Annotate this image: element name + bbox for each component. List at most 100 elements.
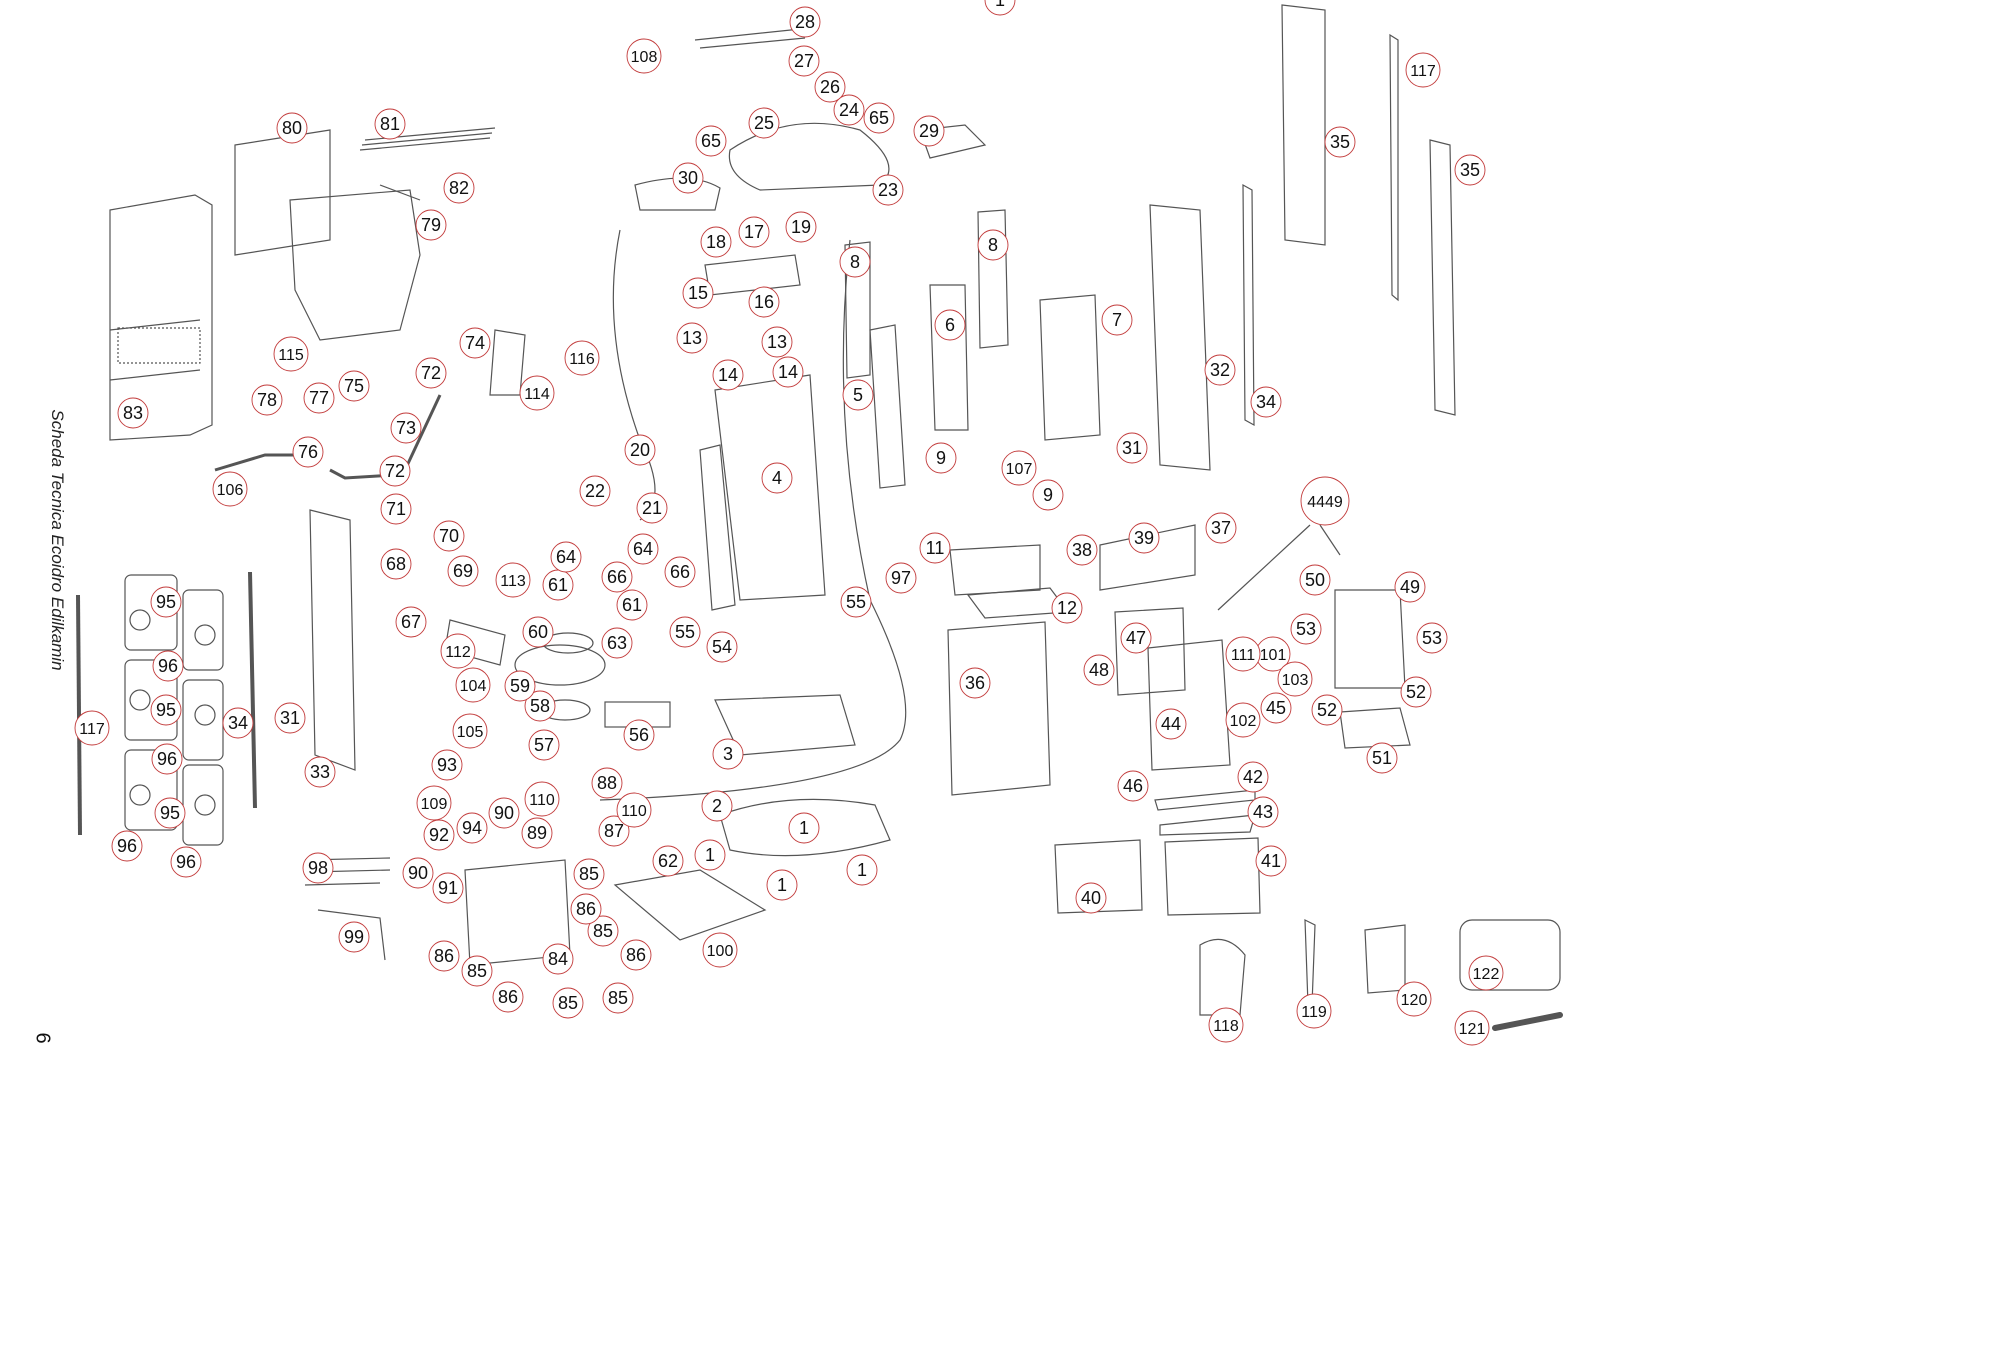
callout-number: 74 — [465, 333, 485, 353]
callout-62: 62 — [652, 845, 684, 877]
callout-103: 103 — [1277, 661, 1313, 697]
callout-circle — [573, 858, 605, 890]
part-100-tray — [613, 869, 767, 941]
callout-84: 84 — [542, 943, 574, 975]
part-40-ashpan — [1054, 839, 1143, 914]
callout-number: 80 — [282, 118, 302, 138]
callout-circle — [706, 631, 738, 663]
part-122-remote-box — [1459, 919, 1561, 991]
callout-circle — [846, 854, 878, 886]
callout-circle — [455, 667, 491, 703]
callout-circle — [150, 694, 182, 726]
callout-number: 54 — [712, 637, 732, 657]
callout-circle — [623, 719, 655, 751]
callout-117: 117 — [1405, 52, 1441, 88]
callout-13: 13 — [676, 322, 708, 354]
callout-circle — [1208, 1007, 1244, 1043]
callout-49: 49 — [1394, 571, 1426, 603]
callout-98: 98 — [302, 852, 334, 884]
callout-circle — [1237, 761, 1269, 793]
callout-circle — [432, 872, 464, 904]
callout-number: 86 — [626, 945, 646, 965]
callout-circle — [1290, 613, 1322, 645]
callout-105: 105 — [452, 713, 488, 749]
callout-13: 13 — [761, 326, 793, 358]
callout-111: 111 — [1225, 636, 1261, 672]
callout-circle — [1400, 676, 1432, 708]
callout-14: 14 — [712, 359, 744, 391]
callout-circle — [423, 819, 455, 851]
callout-61: 61 — [616, 589, 648, 621]
callout-number: 47 — [1126, 628, 1146, 648]
callout-circle — [1366, 742, 1398, 774]
callout-119: 119 — [1296, 993, 1332, 1029]
callout-117: 117 — [74, 710, 110, 746]
callout-51: 51 — [1366, 742, 1398, 774]
part-11-box — [949, 544, 1041, 596]
callout-circle — [431, 749, 463, 781]
callout-circle — [251, 384, 283, 416]
callout-circle — [602, 982, 634, 1014]
callout-number: 44 — [1161, 714, 1181, 734]
callout-112: 112 — [440, 633, 476, 669]
callout-27: 27 — [788, 45, 820, 77]
callout-78: 78 — [251, 384, 283, 416]
callout-8: 8 — [839, 246, 871, 278]
callout-58: 58 — [524, 690, 556, 722]
callout-circle — [154, 797, 186, 829]
callout-1: 1 — [846, 854, 878, 886]
callout-number: 85 — [579, 864, 599, 884]
callout-48: 48 — [1083, 654, 1115, 686]
callout-number: 11 — [926, 538, 945, 558]
callout-circle — [1405, 52, 1441, 88]
callout-number: 1 — [705, 845, 715, 865]
part-49-glass-frame — [1334, 589, 1406, 689]
callout-28: 28 — [789, 6, 821, 38]
callout-number: 24 — [839, 100, 859, 120]
callout-33: 33 — [304, 756, 336, 788]
callout-circle — [676, 322, 708, 354]
callout-number: 15 — [688, 283, 708, 303]
callout-number: 95 — [156, 700, 176, 720]
callout-circle — [1225, 702, 1261, 738]
callout-circle — [1299, 564, 1331, 596]
page-number: 6 — [31, 1032, 54, 1044]
callout-circle — [863, 102, 895, 134]
callout-circle — [1311, 694, 1343, 726]
callout-circle — [443, 172, 475, 204]
callout-89: 89 — [521, 817, 553, 849]
callout-96: 96 — [151, 743, 183, 775]
callout-113: 113 — [495, 562, 531, 598]
part-59-pump — [514, 644, 606, 686]
callout-circle — [1396, 981, 1432, 1017]
callout-number: 42 — [1243, 767, 1263, 787]
part-32-side-frame — [1149, 204, 1211, 471]
callout-circle — [761, 462, 793, 494]
callout-97: 97 — [885, 562, 917, 594]
part-7-exchanger — [1039, 294, 1101, 441]
callout-number: 55 — [846, 592, 866, 612]
callout-number: 110 — [529, 792, 555, 809]
callout-5: 5 — [842, 379, 874, 411]
callout-circle — [170, 846, 202, 878]
callout-circle — [380, 548, 412, 580]
callout-circle — [766, 869, 798, 901]
callout-47: 47 — [1120, 622, 1152, 654]
callout-circle — [459, 327, 491, 359]
callout-91: 91 — [432, 872, 464, 904]
callout-35: 35 — [1324, 126, 1356, 158]
callout-number: 64 — [556, 547, 576, 567]
callout-number: 95 — [156, 592, 176, 612]
callout-circle — [402, 857, 434, 889]
callout-4: 4 — [761, 462, 793, 494]
callout-number: 91 — [438, 878, 458, 898]
callout-number: 71 — [386, 499, 406, 519]
callout-number: 108 — [631, 49, 658, 66]
callout-43: 43 — [1247, 796, 1279, 828]
callout-number: 110 — [621, 803, 647, 820]
callout-95: 95 — [150, 586, 182, 618]
callout-circle — [624, 434, 656, 466]
callout-72: 72 — [379, 455, 411, 487]
part-119-scraper — [1304, 919, 1316, 1006]
callout-number: 37 — [1211, 518, 1231, 538]
